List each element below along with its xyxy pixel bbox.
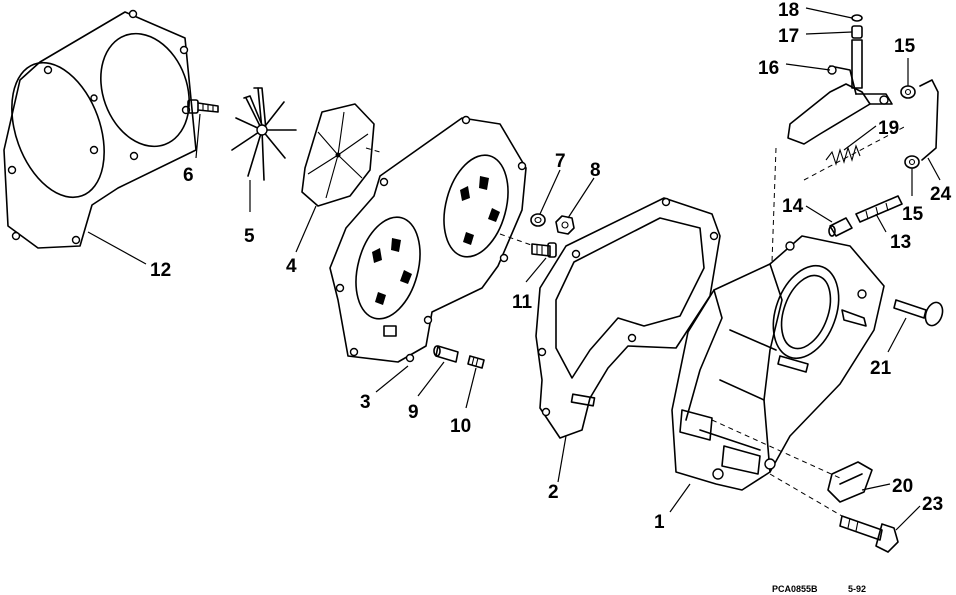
- pin-part-14: [828, 217, 853, 237]
- gasket-part-12: [3, 9, 197, 249]
- link-rod-part-24: [919, 79, 939, 161]
- callout-18: 18: [778, 0, 799, 21]
- callout-2: 2: [548, 482, 559, 503]
- screw-part-11: [531, 242, 557, 258]
- callout-24: 24: [930, 184, 952, 205]
- callout-4: 4: [286, 256, 297, 277]
- bushing-part-15-top: [900, 85, 916, 99]
- nut-part-8: [555, 215, 575, 235]
- screw-part-10: [467, 355, 485, 369]
- callout-17: 17: [778, 26, 799, 47]
- bolt-part-23: [839, 515, 899, 553]
- spring-part-19: [825, 144, 861, 166]
- callout-9: 9: [408, 402, 419, 423]
- screw-part-13: [855, 195, 903, 223]
- callout-15-lower: 15: [902, 204, 924, 225]
- assembly-lines: [365, 125, 907, 517]
- sleeve-part-17: [851, 25, 863, 39]
- callout-11: 11: [512, 292, 533, 313]
- housing-part-1: [671, 235, 885, 491]
- callout-labels: 1 2 3 4 5 6 7 8 9 10 11 12 13 14 15 15 1…: [150, 0, 952, 533]
- callout-1: 1: [654, 512, 665, 533]
- callout-23: 23: [922, 494, 943, 515]
- callout-20: 20: [892, 476, 913, 497]
- callout-8: 8: [590, 160, 601, 181]
- pin-part-9: [433, 345, 459, 363]
- plate-part-4: [301, 103, 375, 207]
- pump-body-part-3: [329, 115, 527, 363]
- screw-part-6: [187, 99, 219, 114]
- callout-6: 6: [183, 165, 194, 186]
- washer-part-7: [530, 213, 546, 227]
- leader-lines: [87, 7, 941, 531]
- callout-21: 21: [870, 358, 892, 379]
- figure-footer: PCA0855B 5-92: [772, 584, 866, 594]
- screw-part-21: [893, 299, 944, 327]
- callout-19: 19: [878, 118, 899, 139]
- clip-part-18: [851, 14, 863, 22]
- lever-part-16: [787, 39, 893, 145]
- callout-7: 7: [555, 151, 566, 172]
- callout-16: 16: [758, 58, 779, 79]
- callout-12: 12: [150, 260, 171, 281]
- callout-14: 14: [782, 196, 804, 217]
- figure-date: 5-92: [848, 584, 866, 594]
- callout-3: 3: [360, 392, 371, 413]
- callout-5: 5: [244, 226, 255, 247]
- figure-code: PCA0855B: [772, 584, 818, 594]
- bushing-part-15-lower: [904, 155, 920, 169]
- callout-10: 10: [450, 416, 471, 437]
- callout-13: 13: [890, 232, 911, 253]
- clamp-part-20: [827, 461, 873, 503]
- callout-15-top: 15: [894, 36, 916, 57]
- impeller-part-5: [231, 87, 297, 181]
- gasket-part-2: [535, 197, 721, 439]
